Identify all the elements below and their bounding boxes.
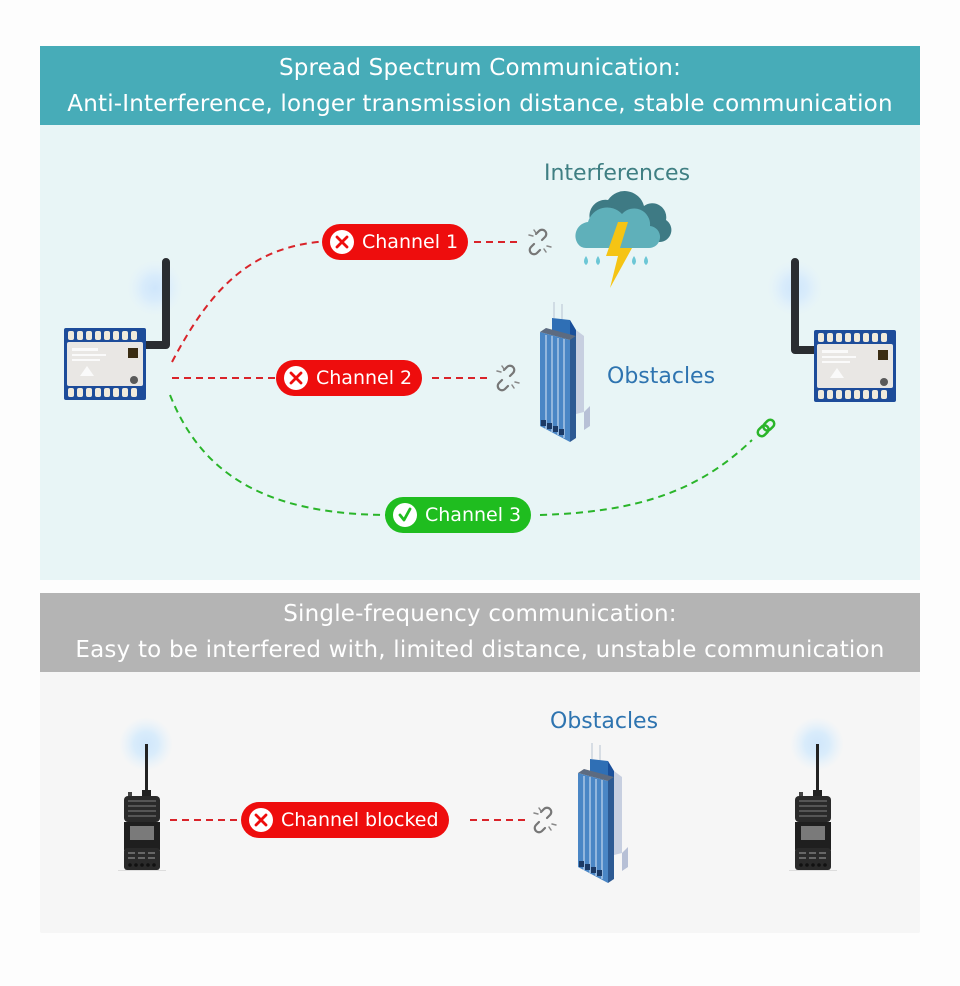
- obstacles-label-single: Obstacles: [550, 709, 659, 734]
- interferences-label: Interferences: [544, 161, 691, 186]
- spread-title-line2: Anti-Interference, longer transmission d…: [67, 91, 893, 117]
- building-icon: [577, 742, 629, 884]
- channel-2-badge: Channel 2: [276, 360, 423, 396]
- x-circle-icon: [284, 366, 308, 390]
- spread-title-line1: Spread Spectrum Communication:: [278, 55, 682, 81]
- walkie-talkie-right-icon: [789, 717, 844, 871]
- single-frequency-panel: [40, 672, 920, 933]
- channel-3-line: [169, 394, 391, 516]
- obstacles-label-spread: Obstacles: [607, 364, 716, 389]
- lora-module-left-icon: [64, 258, 183, 400]
- channel-3-label: Channel 3: [425, 504, 522, 526]
- check-circle-icon: [393, 503, 417, 527]
- channel-1-line: [171, 240, 331, 363]
- single-frequency-header: Single-frequency communication: Easy to …: [40, 593, 920, 672]
- channel-1-label: Channel 1: [362, 231, 459, 253]
- single-title-line2: Easy to be interfered with, limited dist…: [75, 637, 885, 663]
- channel-2-label: Channel 2: [316, 367, 413, 389]
- x-circle-icon: [249, 808, 273, 832]
- broken-link-icon: [532, 806, 558, 834]
- channel-blocked-badge: Channel blocked: [241, 802, 449, 838]
- storm-cloud-icon: [575, 191, 672, 288]
- channel-blocked-label: Channel blocked: [281, 809, 439, 831]
- lora-module-right-icon: [767, 258, 896, 402]
- channel-3-badge: Channel 3: [385, 497, 532, 533]
- spread-spectrum-header: Spread Spectrum Communication: Anti-Inte…: [40, 46, 920, 125]
- walkie-talkie-left-icon: [118, 717, 173, 871]
- x-circle-icon: [330, 230, 354, 254]
- single-title-line1: Single-frequency communication:: [283, 601, 677, 627]
- building-icon: [539, 301, 591, 443]
- broken-link-icon: [527, 228, 553, 256]
- link-icon: [756, 418, 776, 438]
- channel-1-badge: Channel 1: [322, 224, 469, 260]
- channel-3-line-end: [539, 439, 753, 516]
- broken-link-icon: [495, 364, 521, 392]
